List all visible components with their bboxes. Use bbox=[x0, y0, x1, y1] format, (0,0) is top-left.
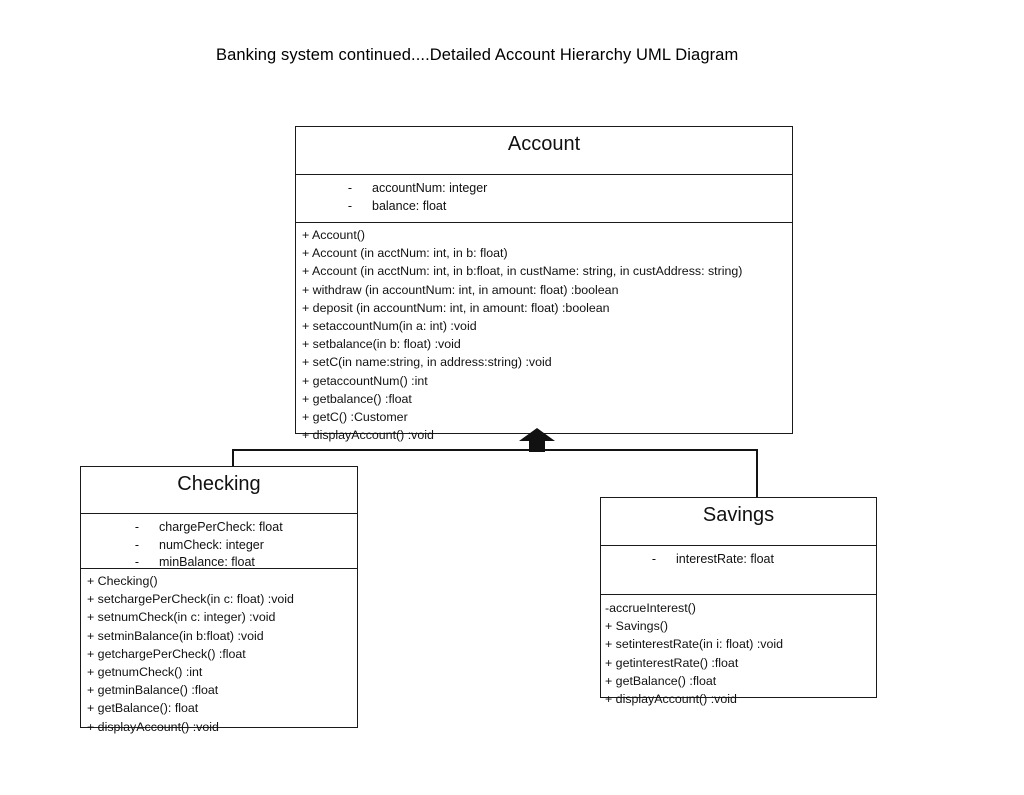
attributes-compartment-savings: - interestRate: float bbox=[601, 546, 876, 595]
class-name-account: Account bbox=[507, 133, 581, 155]
operation-row: + getaccountNum() :int bbox=[302, 373, 428, 388]
operation-row: + getchargePerCheck() :float bbox=[87, 646, 246, 661]
attributes-compartment-checking: - chargePerCheck: float - numCheck: inte… bbox=[81, 514, 357, 569]
class-name-compartment-account: Account bbox=[296, 127, 792, 175]
attribute-row: - interestRate: float bbox=[601, 551, 876, 569]
operation-row: + getC() :Customer bbox=[302, 410, 408, 425]
generalization-horizontal-line bbox=[233, 449, 758, 451]
attribute-row: - balance: float bbox=[296, 198, 792, 216]
attribute-text: numCheck: integer bbox=[159, 537, 264, 552]
operation-row: + getBalance(): float bbox=[87, 701, 199, 716]
operation-row: + Checking() bbox=[87, 574, 158, 588]
operation-row: + getBalance() :float bbox=[605, 673, 717, 688]
class-name-savings: Savings bbox=[702, 504, 775, 526]
attribute-row: - chargePerCheck: float bbox=[81, 519, 357, 537]
attribute-visibility: - bbox=[347, 198, 352, 213]
class-name-compartment-savings: Savings bbox=[601, 498, 876, 546]
attribute-text: minBalance: float bbox=[159, 555, 255, 569]
operation-row: + displayAccount() :void bbox=[302, 428, 434, 443]
attribute-visibility: - bbox=[134, 520, 139, 534]
operation-row: + getbalance() :float bbox=[302, 391, 412, 406]
attributes-compartment-account: - accountNum: integer - balance: float bbox=[296, 175, 792, 223]
operations-compartment-account: + Account() + Account (in acctNum: int, … bbox=[296, 223, 792, 444]
operations-compartment-checking: + Checking() + setchargePerCheck(in c: f… bbox=[81, 569, 357, 736]
operation-row: + Account (in acctNum: int, in b:float, … bbox=[302, 264, 743, 279]
operation-row: + deposit (in accountNum: int, in amount… bbox=[302, 300, 610, 315]
operation-row: + getminBalance() :float bbox=[87, 683, 219, 698]
attribute-text: accountNum: integer bbox=[372, 181, 488, 195]
operation-row: + setnumCheck(in c: integer) :void bbox=[87, 610, 276, 625]
class-name-compartment-checking: Checking bbox=[81, 467, 357, 514]
operation-row: + setbalance(in b: float) :void bbox=[302, 337, 461, 352]
attribute-visibility: - bbox=[134, 555, 139, 569]
attribute-row: - numCheck: integer bbox=[81, 537, 357, 555]
operation-row: + Account (in acctNum: int, in b: float) bbox=[302, 246, 508, 261]
operation-row: + setminBalance(in b:float) :void bbox=[87, 628, 264, 643]
attribute-text: chargePerCheck: float bbox=[159, 520, 283, 534]
operation-row: + getinterestRate() :float bbox=[605, 655, 739, 670]
class-name-checking: Checking bbox=[177, 473, 261, 495]
uml-class-savings[interactable]: Savings - interestRate: float -accrueInt… bbox=[600, 497, 877, 706]
operation-row: + setchargePerCheck(in c: float) :void bbox=[87, 592, 294, 607]
uml-class-checking[interactable]: Checking - chargePerCheck: float - numCh… bbox=[80, 466, 358, 734]
attribute-visibility: - bbox=[651, 552, 656, 566]
attribute-visibility: - bbox=[134, 537, 139, 552]
operations-compartment-savings: -accrueInterest() + Savings() + setinter… bbox=[601, 595, 876, 708]
page-title: Banking system continued....Detailed Acc… bbox=[216, 46, 739, 64]
generalization-branch-savings bbox=[756, 449, 758, 498]
operation-row: + setinterestRate(in i: float) :void bbox=[605, 637, 784, 652]
uml-class-account[interactable]: Account - accountNum: integer - balance:… bbox=[295, 126, 793, 442]
attribute-row: - accountNum: integer bbox=[296, 180, 792, 198]
generalization-arrow-icon bbox=[519, 428, 555, 452]
operation-row: + displayAccount() :void bbox=[87, 719, 219, 734]
operation-row: + setC(in name:string, in address:string… bbox=[302, 355, 552, 370]
operation-row: + getnumCheck() :int bbox=[87, 665, 203, 680]
generalization-branch-checking bbox=[232, 449, 234, 467]
operation-row: + withdraw (in accountNum: int, in amoun… bbox=[302, 282, 619, 297]
attribute-row: - minBalance: float bbox=[81, 554, 357, 572]
attribute-text: balance: float bbox=[372, 198, 447, 213]
operation-row: + displayAccount() :void bbox=[605, 692, 737, 707]
operation-row: + Account() bbox=[302, 228, 366, 242]
operation-row: + setaccountNum(in a: int) :void bbox=[302, 319, 477, 334]
attribute-visibility: - bbox=[347, 181, 352, 195]
operation-row: + Savings() bbox=[605, 619, 669, 634]
operation-row: -accrueInterest() bbox=[605, 601, 696, 615]
attribute-text: interestRate: float bbox=[676, 552, 774, 566]
